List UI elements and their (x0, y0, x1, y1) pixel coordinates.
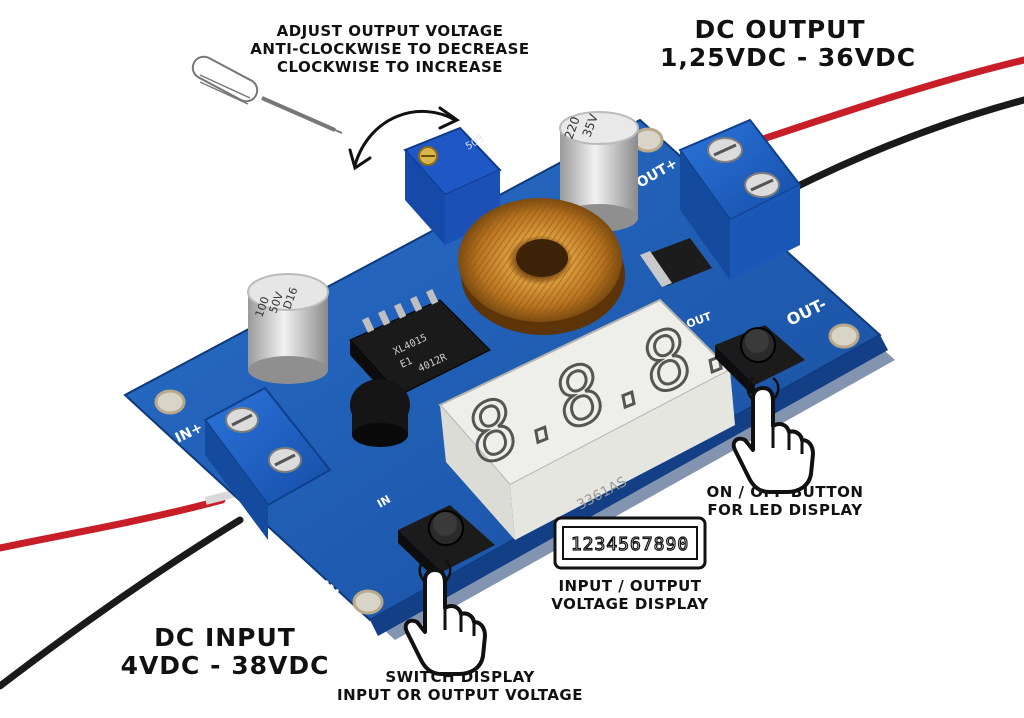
mounting-hole (352, 589, 384, 615)
output-capacitor: 220 35V (559, 111, 639, 232)
dc-input-title: DC INPUT (154, 623, 296, 652)
display-line-1: INPUT / OUTPUT (558, 577, 702, 595)
mounting-hole (154, 389, 186, 415)
seven-segment-display: 8.8.8. 3361AS (438, 292, 752, 540)
mounting-hole (632, 127, 664, 153)
display-line-2: VOLTAGE DISPLAY (551, 595, 709, 613)
input-capacitor: 100 50V D16 (247, 273, 329, 384)
voltage-display-annotation: INPUT / OUTPUT VOLTAGE DISPLAY (545, 577, 715, 613)
adjust-line-2: ANTI-CLOCKWISE TO DECREASE (250, 40, 530, 58)
input-wires (0, 487, 246, 690)
ic-line2: E1 (399, 356, 415, 371)
output-wires (756, 56, 1024, 194)
dc-output-range: 1,25VDC - 36VDC (660, 43, 917, 72)
mounting-hole (828, 323, 860, 349)
dc-output-annotation: DC OUTPUT 1,25VDC - 36VDC (660, 15, 917, 72)
dc-input-annotation: DC INPUT 4VDC - 38VDC (110, 624, 340, 680)
output-wire-black (786, 96, 1024, 194)
switch-display-annotation: SWITCH DISPLAY INPUT OR OUTPUT VOLTAGE (335, 668, 585, 704)
switch-line-2: INPUT OR OUTPUT VOLTAGE (337, 686, 583, 704)
silk-in-button: IN (375, 493, 393, 511)
switch-line-1: SWITCH DISPLAY (385, 668, 535, 686)
toroid-inductor (458, 198, 625, 335)
hand-pointer-icon (403, 559, 487, 676)
lcd-display-icon: 1234567890 (553, 516, 707, 570)
input-terminal (203, 386, 332, 540)
transistor (350, 379, 410, 447)
mounting-holes (154, 127, 860, 615)
rotate-arrows-icon (348, 106, 460, 171)
adjust-line-3: CLOCKWISE TO INCREASE (276, 58, 504, 76)
onoff-button-annotation: ON / OFF BUTTON FOR LED DISPLAY (690, 483, 880, 519)
onoff-line-2: FOR LED DISPLAY (707, 501, 863, 519)
adjust-voltage-annotation: ADJUST OUTPUT VOLTAGE ANTI-CLOCKWISE TO … (240, 22, 540, 76)
input-wire-black (0, 516, 244, 690)
out-push-button[interactable] (715, 325, 805, 398)
lcd-digits: 1234567890 (571, 534, 689, 555)
adjust-line-1: ADJUST OUTPUT VOLTAGE (276, 22, 504, 40)
dc-output-title: DC OUTPUT (694, 15, 866, 44)
hand-pointer-icon (731, 377, 815, 494)
output-wire-red (756, 56, 1024, 144)
screwdriver-icon (191, 55, 343, 134)
input-wire-red (0, 496, 226, 552)
output-terminal (678, 118, 802, 280)
dc-input-range: 4VDC - 38VDC (120, 651, 330, 680)
smd-diode (640, 238, 712, 287)
